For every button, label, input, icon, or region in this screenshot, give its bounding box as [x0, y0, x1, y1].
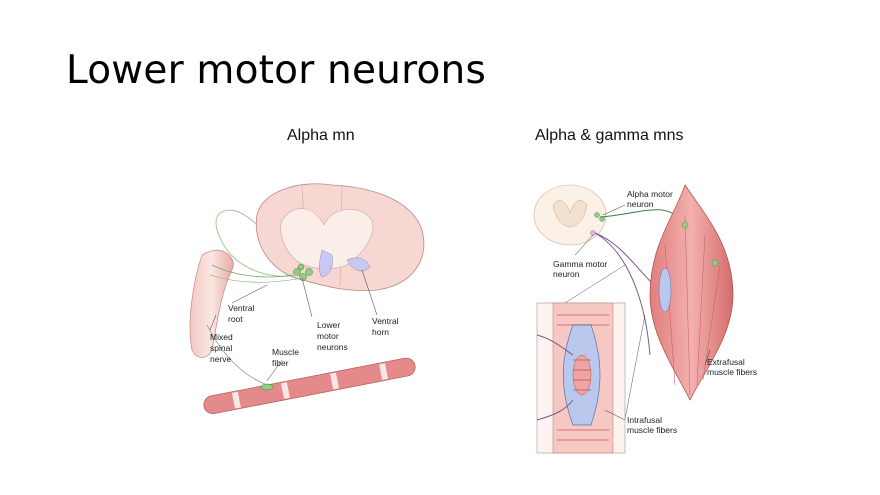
- right-panel-title: Alpha & gamma mns: [535, 127, 684, 144]
- spindle-magnified-view: [536, 264, 646, 454]
- spinal-cord-section: [255, 183, 425, 292]
- whole-muscle: [649, 184, 734, 401]
- ventral-root-nerve: [189, 209, 298, 386]
- left-panel-title: Alpha mn: [287, 127, 355, 144]
- muscle-fiber: [203, 357, 416, 415]
- small-spinal-cord: [533, 184, 607, 246]
- slide-title: Lower motor neurons: [66, 48, 486, 93]
- lower-motor-neuron-cluster: [293, 263, 313, 281]
